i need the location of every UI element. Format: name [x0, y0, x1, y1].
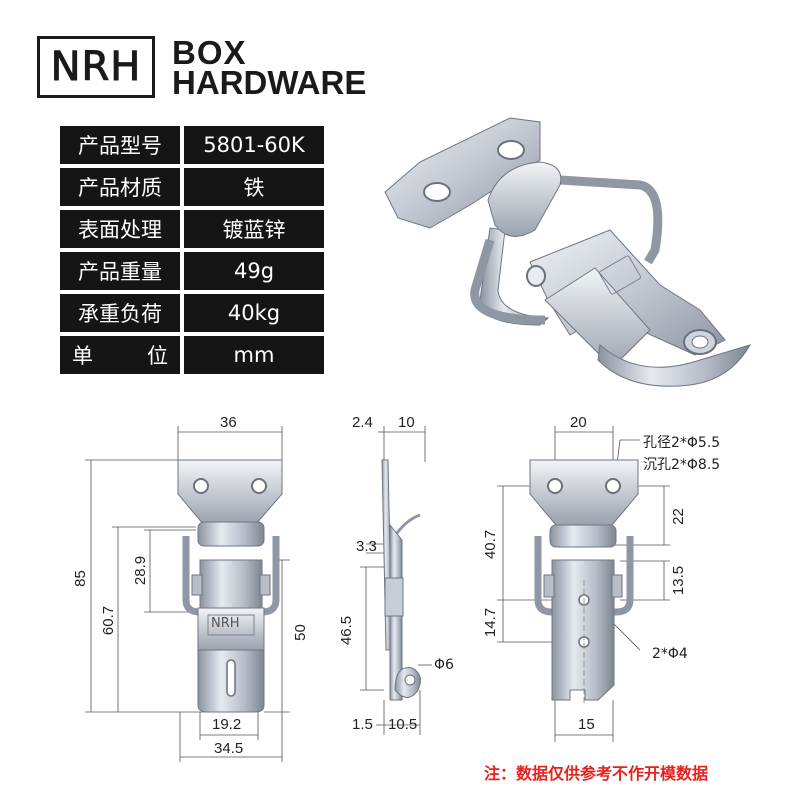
plate-mark: NRH: [211, 616, 240, 631]
dim-side-24: 2.4: [352, 414, 373, 431]
spec-value: 5801-60K: [184, 126, 324, 164]
dim-back-20: 20: [570, 414, 587, 431]
dim-back-407: 40.7: [482, 529, 500, 560]
spec-value: mm: [184, 336, 324, 374]
dim-side-10: 10: [398, 414, 415, 431]
spec-label: 产品材质: [60, 168, 180, 206]
logo-mark: NRH: [50, 44, 142, 91]
spec-row-finish: 表面处理 镀蓝锌: [60, 210, 324, 248]
dim-front-height-50: 50: [291, 624, 309, 641]
dim-back-hole-1: 孔径2*Φ5.5: [643, 435, 721, 451]
product-render: [384, 117, 752, 387]
dim-back-147: 14.7: [482, 607, 500, 638]
dim-back-hole-2: 沉孔2*Φ8.5: [643, 457, 721, 473]
spec-value: 铁: [184, 168, 324, 206]
dim-front-width-192: 19.2: [212, 716, 242, 733]
dim-back-15: 15: [578, 716, 595, 733]
dim-back-22: 22: [669, 508, 687, 525]
spec-table: 产品型号 5801-60K 产品材质 铁 表面处理 镀蓝锌 产品重量 49g 承…: [60, 126, 324, 378]
spec-value: 镀蓝锌: [184, 210, 324, 248]
spec-value: 49g: [184, 252, 324, 290]
spec-row-model: 产品型号 5801-60K: [60, 126, 324, 164]
front-view: [85, 426, 290, 762]
dim-side-dia6: Φ6: [434, 657, 454, 673]
dim-front-height-607: 60.7: [100, 605, 118, 636]
dim-front-height-289: 28.9: [132, 555, 150, 586]
spec-label: 承重负荷: [60, 294, 180, 332]
dim-side-465: 46.5: [338, 615, 356, 646]
brand-logo: NRH: [37, 36, 155, 98]
brand-line-1: BOX: [172, 34, 247, 71]
dim-side-105: 10.5: [388, 716, 418, 733]
dim-side-15: 1.5: [352, 716, 373, 733]
dim-front-width-top: 36: [220, 414, 237, 431]
side-view: [360, 426, 432, 735]
dim-front-width-345: 34.5: [214, 740, 244, 757]
dim-side-33: 3.3: [356, 538, 377, 555]
spec-row-material: 产品材质 铁: [60, 168, 324, 206]
dim-back-hole-3: 2*Φ4: [652, 646, 688, 662]
back-view: [497, 426, 670, 742]
dim-front-height-total: 85: [71, 570, 89, 587]
disclaimer-note: 注：数据仅供参考不作开模数据: [484, 764, 709, 783]
spec-label: 表面处理: [60, 210, 180, 248]
spec-row-weight: 产品重量 49g: [60, 252, 324, 290]
spec-row-load: 承重负荷 40kg: [60, 294, 324, 332]
spec-label-part: 单: [72, 344, 93, 368]
spec-label: 产品重量: [60, 252, 180, 290]
spec-row-unit: 单 位 mm: [60, 336, 324, 374]
spec-label: 产品型号: [60, 126, 180, 164]
spec-value: 40kg: [184, 294, 324, 332]
spec-label: 单 位: [60, 336, 180, 374]
dim-back-135: 13.5: [670, 565, 688, 596]
brand-line-2: HARDWARE: [172, 64, 367, 101]
spec-label-part: 位: [147, 344, 168, 368]
